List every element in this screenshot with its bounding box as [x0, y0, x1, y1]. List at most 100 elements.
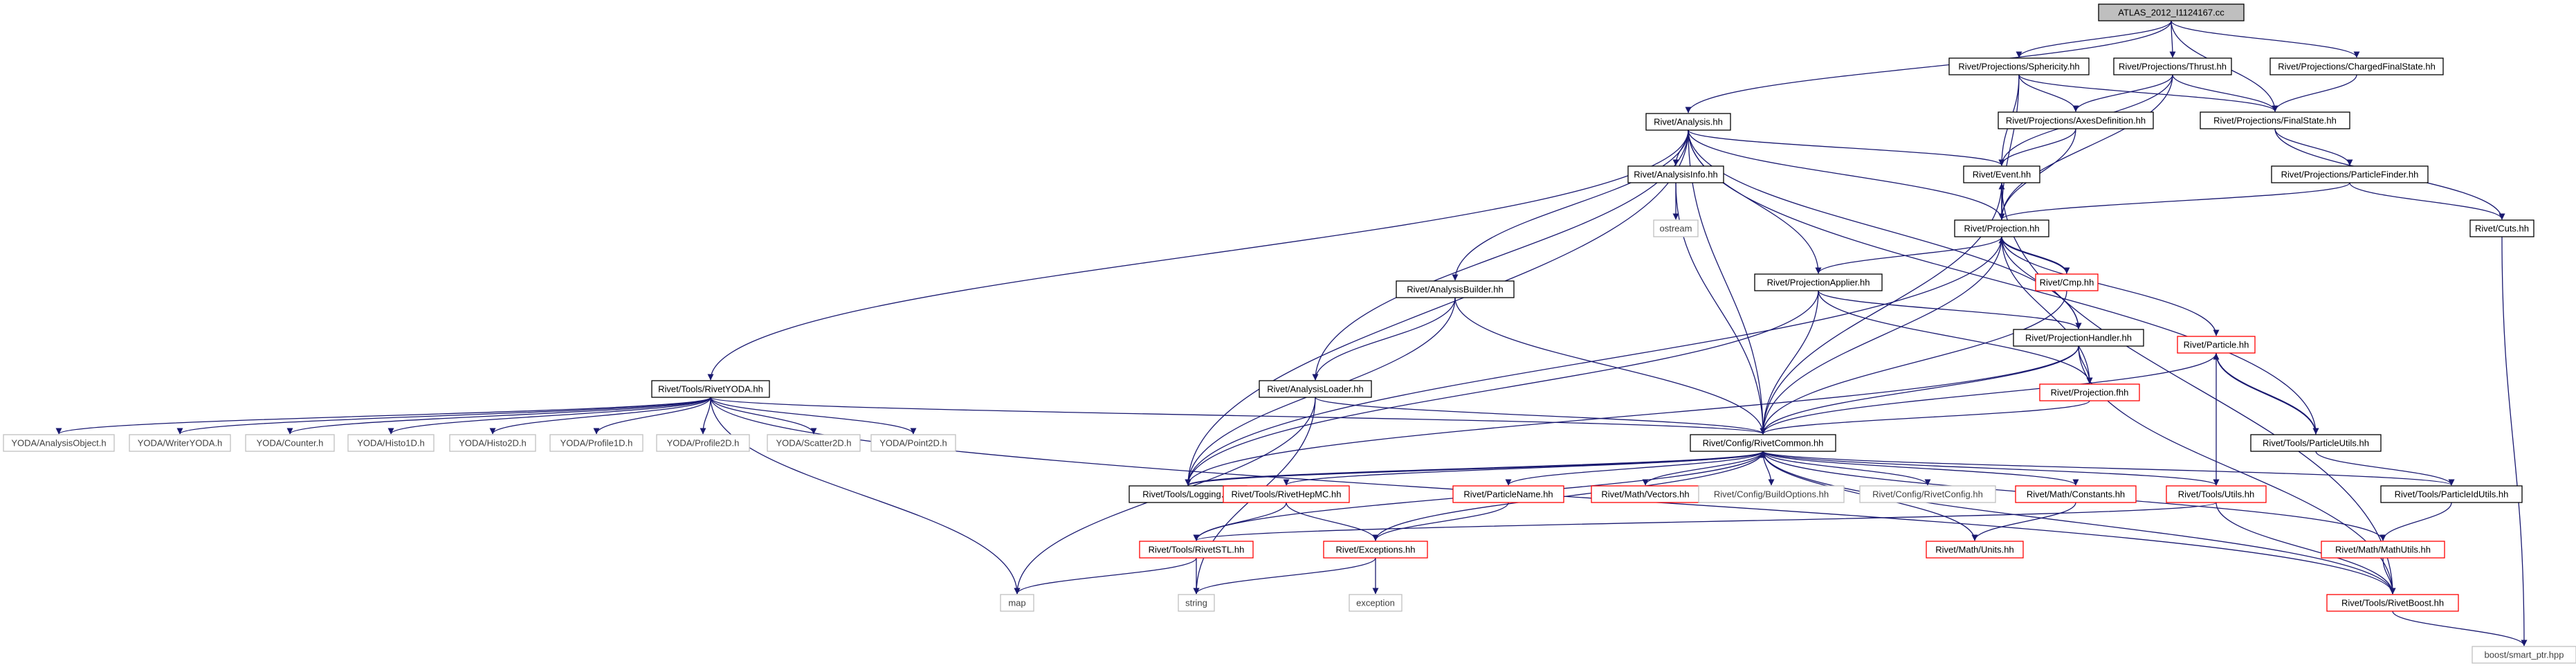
- node-smartptr: boost/smart_ptr.hpp: [2472, 646, 2576, 664]
- node-cmp[interactable]: Rivet/Cmp.hh: [2035, 273, 2099, 291]
- edge-rivetcommon-to-rivethepmc: [1283, 451, 1764, 486]
- node-analysisbuilder[interactable]: Rivet/AnalysisBuilder.hh: [1396, 280, 1515, 298]
- node-label-logging: Rivet/Tools/Logging.hh: [1142, 489, 1234, 500]
- edge-sphericity-to-finalstate: [2018, 74, 2278, 112]
- edge-analysis-to-logging: [1185, 129, 1689, 486]
- node-particlename[interactable]: Rivet/ParticleName.hh: [1452, 485, 1564, 503]
- edge-cmp-to-rivetcommon: [1760, 290, 2067, 435]
- node-toolsutils[interactable]: Rivet/Tools/Utils.hh: [2166, 485, 2267, 503]
- node-sphericity[interactable]: Rivet/Projections/Sphericity.hh: [1948, 57, 2090, 75]
- node-mathutils[interactable]: Rivet/Math/MathUtils.hh: [2321, 541, 2445, 559]
- node-box-particlefinder: [2271, 165, 2429, 183]
- node-particlefinder[interactable]: Rivet/Projections/ParticleFinder.hh: [2271, 165, 2429, 183]
- edge-atlas-to-chargedfs: [2171, 20, 2360, 58]
- edge-constants-to-mathunits: [1971, 502, 2076, 541]
- edge-analysis-to-particleutils: [1688, 129, 2319, 435]
- node-label-projection: Rivet/Projection.hh: [1964, 224, 2039, 234]
- node-event[interactable]: Rivet/Event.hh: [1963, 165, 2040, 183]
- node-box-analysisloader: [1259, 380, 1372, 398]
- node-box-rivetcommon: [1690, 434, 1836, 452]
- edge-thrust-to-finalstate: [2172, 74, 2278, 112]
- edge-rivetyoda-to-yoda_writer: [176, 397, 711, 435]
- node-label-projhandler: Rivet/ProjectionHandler.hh: [2025, 333, 2132, 343]
- node-rivethepmc[interactable]: Rivet/Tools/RivetHepMC.hh: [1223, 485, 1350, 503]
- node-yoda_counter: YODA/Counter.h: [245, 434, 335, 452]
- node-label-rivetconfig: Rivet/Config/RivetConfig.hh: [1872, 489, 1983, 500]
- node-exceptions[interactable]: Rivet/Exceptions.hh: [1323, 541, 1428, 559]
- edge-rivetyoda-to-rivetcommon: [710, 397, 1766, 435]
- node-box-yoda_s2: [767, 434, 861, 452]
- node-projapplier[interactable]: Rivet/ProjectionApplier.hh: [1754, 273, 1883, 291]
- node-rivetcommon[interactable]: Rivet/Config/RivetCommon.hh: [1690, 434, 1836, 452]
- node-constants[interactable]: Rivet/Math/Constants.hh: [2015, 485, 2137, 503]
- node-label-analysis: Rivet/Analysis.hh: [1654, 117, 1723, 127]
- node-box-yoda_writer: [129, 434, 231, 452]
- node-projhandler[interactable]: Rivet/ProjectionHandler.hh: [2013, 329, 2144, 347]
- edge-rivetyoda-to-yoda_h2: [489, 397, 711, 435]
- node-label-projapplier: Rivet/ProjectionApplier.hh: [1767, 278, 1870, 288]
- node-box-rivetboost: [2326, 594, 2459, 612]
- edge-rivethepmc-to-exceptions: [1286, 502, 1379, 541]
- node-box-constants: [2015, 485, 2137, 503]
- edge-rivetcommon-to-vectors: [1642, 451, 1764, 486]
- edge-thrust-to-axesdef: [2072, 74, 2173, 112]
- node-label-mathunits: Rivet/Math/Units.hh: [1935, 545, 2013, 555]
- node-projectionfhh[interactable]: Rivet/Projection.fhh: [2039, 383, 2140, 401]
- node-yoda_p2: YODA/Profile2D.h: [656, 434, 750, 452]
- edge-rivetstl-to-map: [1014, 557, 1197, 595]
- node-thrust[interactable]: Rivet/Projections/Thrust.hh: [2113, 57, 2232, 75]
- node-chargedfs[interactable]: Rivet/Projections/ChargedFinalState.hh: [2269, 57, 2444, 75]
- node-string: string: [1178, 594, 1215, 612]
- edge-particle-to-particleutils: [2216, 352, 2319, 435]
- node-yoda_pt2: YODA/Point2D.h: [870, 434, 956, 452]
- node-box-toolsutils: [2166, 485, 2267, 503]
- edge-analysis-to-projapplier: [1688, 129, 1822, 274]
- edge-rivetboost-to-smartptr: [2392, 610, 2528, 646]
- edge-projection-to-projapplier: [1815, 236, 2002, 274]
- node-label-mathutils: Rivet/Math/MathUtils.hh: [2335, 545, 2431, 555]
- node-label-toolsutils: Rivet/Tools/Utils.hh: [2178, 489, 2255, 500]
- node-atlas[interactable]: ATLAS_2012_I1124167.cc: [2098, 3, 2245, 21]
- edge-rivetcommon-to-exceptions: [1372, 451, 1764, 541]
- node-particle[interactable]: Rivet/Particle.hh: [2177, 336, 2256, 354]
- node-rivetyoda[interactable]: Rivet/Tools/RivetYODA.hh: [651, 380, 770, 398]
- node-rivetboost[interactable]: Rivet/Tools/RivetBoost.hh: [2326, 594, 2459, 612]
- node-box-rivetyoda: [651, 380, 770, 398]
- node-label-yoda_p2: YODA/Profile2D.h: [667, 438, 740, 449]
- node-particleutils[interactable]: Rivet/Tools/ParticleUtils.hh: [2250, 434, 2382, 452]
- node-label-vectors: Rivet/Math/Vectors.hh: [1601, 489, 1689, 500]
- node-analysisinfo[interactable]: Rivet/AnalysisInfo.hh: [1627, 165, 1724, 183]
- node-buildoptions: Rivet/Config/BuildOptions.hh: [1698, 485, 1845, 503]
- node-label-yoda_counter: YODA/Counter.h: [257, 438, 324, 449]
- node-box-sphericity: [1948, 57, 2090, 75]
- node-label-yoda_writer: YODA/WriterYODA.h: [138, 438, 223, 449]
- edge-projection-to-rivetcommon: [1760, 236, 2002, 435]
- node-box-rivetconfig: [1859, 485, 1996, 503]
- node-label-yoda_h2: YODA/Histo2D.h: [459, 438, 527, 449]
- node-analysis[interactable]: Rivet/Analysis.hh: [1645, 113, 1731, 131]
- node-cuts[interactable]: Rivet/Cuts.hh: [2469, 219, 2534, 237]
- node-label-yoda_p1: YODA/Profile1D.h: [560, 438, 633, 449]
- node-analysisloader[interactable]: Rivet/AnalysisLoader.hh: [1259, 380, 1372, 398]
- edge-rivetyoda-to-yoda_counter: [286, 397, 711, 435]
- edge-projapplier-to-logging: [1185, 290, 1819, 486]
- edge-rivetyoda-to-yoda_p1: [593, 397, 711, 435]
- node-label-axesdef: Rivet/Projections/AxesDefinition.hh: [2006, 116, 2146, 126]
- node-mathunits[interactable]: Rivet/Math/Units.hh: [1926, 541, 2024, 559]
- node-vectors[interactable]: Rivet/Math/Vectors.hh: [1591, 485, 1700, 503]
- edge-particle-to-rivetcommon: [1760, 352, 2217, 435]
- node-label-particlename: Rivet/ParticleName.hh: [1463, 489, 1553, 500]
- node-box-rivethepmc: [1223, 485, 1350, 503]
- edge-rivethepmc-to-rivetstl: [1193, 502, 1287, 541]
- edge-analysis-to-analysisbuilder: [1452, 129, 1689, 281]
- node-axesdef[interactable]: Rivet/Projections/AxesDefinition.hh: [1998, 111, 2154, 129]
- node-label-particleidutils: Rivet/Tools/ParticleIdUtils.hh: [2395, 489, 2509, 500]
- node-projection[interactable]: Rivet/Projection.hh: [1954, 219, 2049, 237]
- node-particleidutils[interactable]: Rivet/Tools/ParticleIdUtils.hh: [2380, 485, 2523, 503]
- node-finalstate[interactable]: Rivet/Projections/FinalState.hh: [2200, 111, 2350, 129]
- node-box-exception: [1349, 594, 1403, 612]
- node-label-exceptions: Rivet/Exceptions.hh: [1336, 545, 1416, 555]
- node-rivetstl[interactable]: Rivet/Tools/RivetSTL.hh: [1139, 541, 1254, 559]
- edge-exceptions-to-string: [1193, 557, 1376, 595]
- edge-cmp-to-projection: [1998, 237, 2067, 275]
